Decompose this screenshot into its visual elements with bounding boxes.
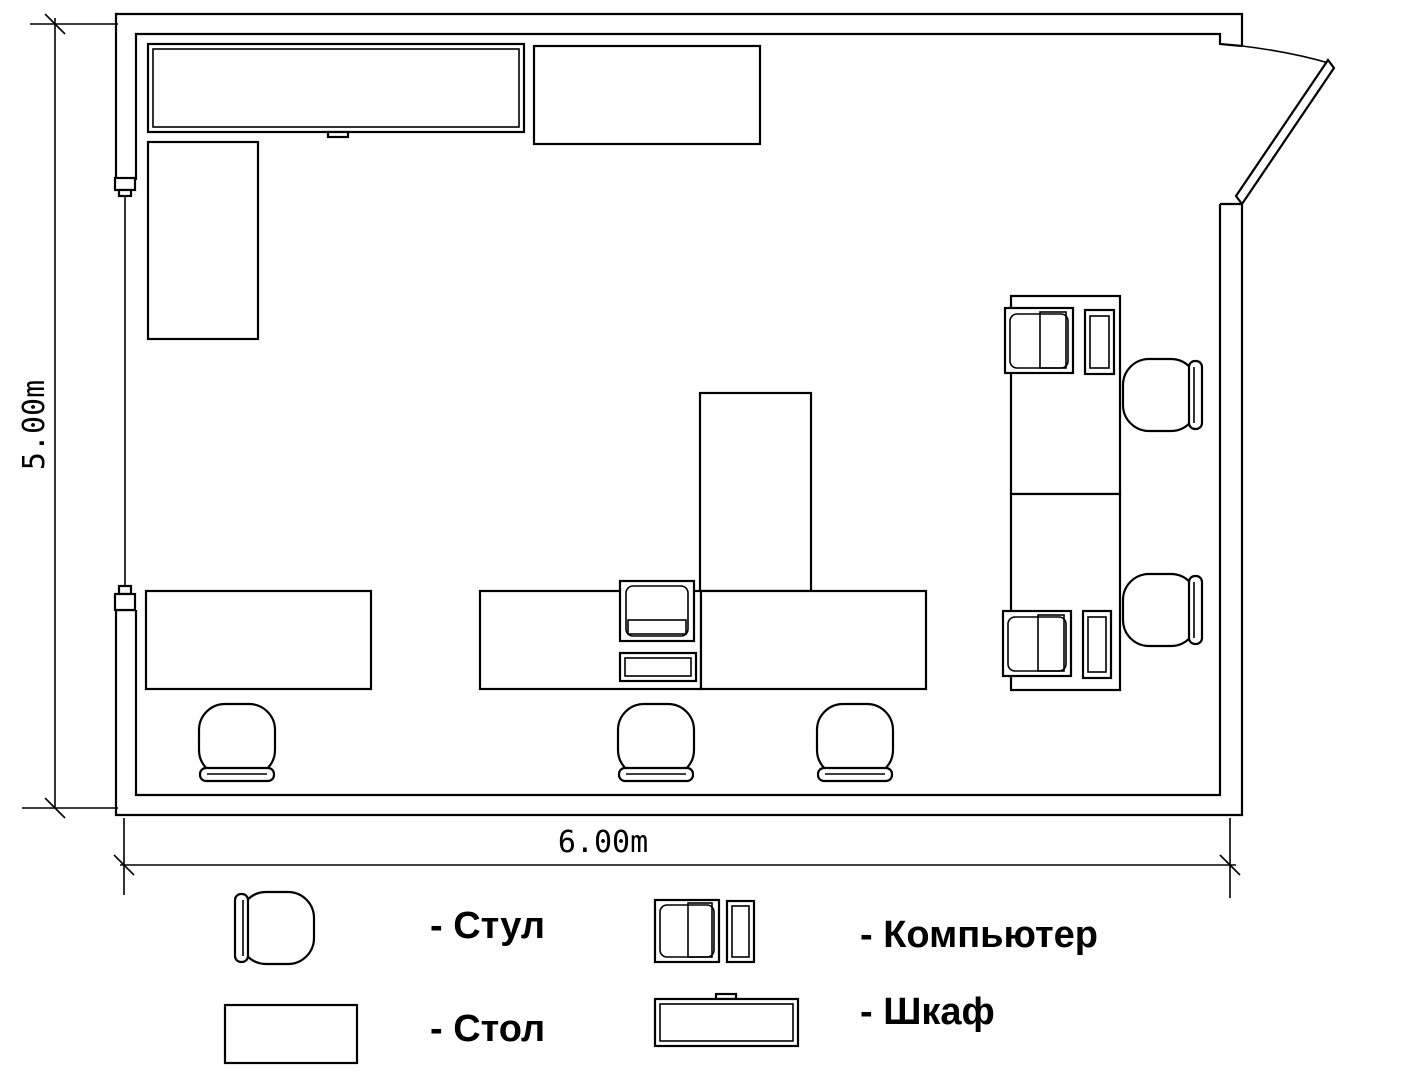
width-dimension: 6.00m <box>113 818 1241 898</box>
legend-table-symbol <box>223 1003 359 1065</box>
chair <box>815 702 895 783</box>
height-dimension: 5.00m <box>17 13 118 819</box>
computer <box>1003 306 1116 376</box>
cabinet <box>146 42 526 139</box>
room-walls <box>113 12 1244 817</box>
table <box>144 589 373 691</box>
chair <box>1121 357 1204 433</box>
legend-computer-symbol <box>653 898 756 964</box>
legend-computer-label: - Компьютер <box>860 914 1099 956</box>
table <box>532 44 762 146</box>
width-dimension-label: 6.00m <box>558 825 648 860</box>
legend-chair-label: - Стул <box>430 905 545 947</box>
door <box>1234 45 1336 206</box>
height-dimension-label: 5.00m <box>17 380 52 470</box>
chair <box>1121 572 1204 648</box>
chair <box>197 702 277 783</box>
legend-chair-symbol <box>233 890 316 966</box>
table <box>699 589 928 691</box>
legend-table-label: - Стол <box>430 1008 546 1050</box>
legend-cabinet-label: - Шкаф <box>860 991 995 1033</box>
table <box>146 140 260 341</box>
legend-cabinet-symbol <box>653 992 800 1048</box>
computer <box>618 579 698 683</box>
chair <box>616 702 696 783</box>
computer <box>1001 609 1113 680</box>
table <box>698 391 813 593</box>
